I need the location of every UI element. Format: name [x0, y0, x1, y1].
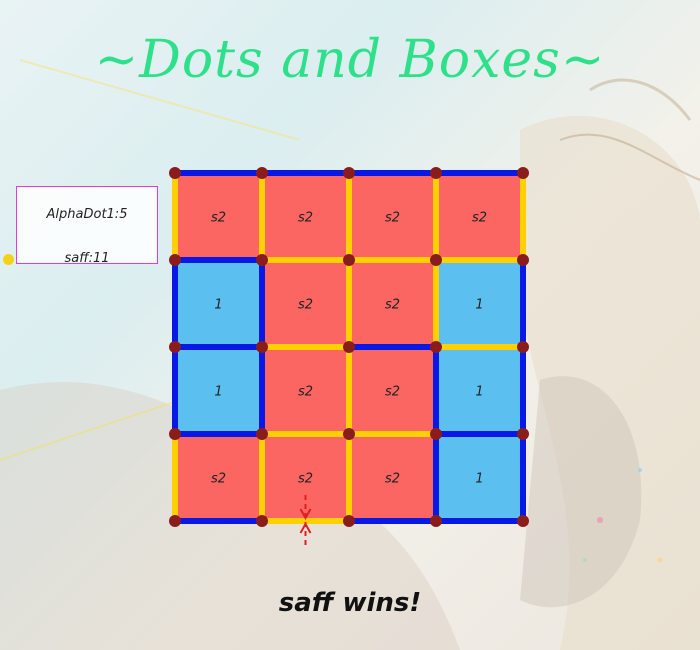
dot [169, 167, 181, 179]
box-owner-label: s2 [298, 472, 313, 487]
dot [256, 341, 268, 353]
current-player-indicator [3, 254, 14, 265]
scoreboard: AlphaDot1:5 saff:11 [16, 186, 158, 266]
box-3-3 [436, 434, 523, 521]
dot [343, 167, 355, 179]
box-owner-label: s2 [298, 211, 313, 226]
dot [430, 341, 442, 353]
box-0-2 [349, 173, 436, 260]
last-move-arrow-up [299, 521, 312, 534]
box-1-2 [349, 260, 436, 347]
box-owner-label: 1 [214, 298, 222, 313]
page-title: ~Dots and Boxes~ [94, 30, 606, 90]
dot [430, 254, 442, 266]
box-owner-label: s2 [472, 211, 487, 226]
box-2-3 [436, 347, 523, 434]
box-1-1 [262, 260, 349, 347]
dot [256, 167, 268, 179]
dot [169, 341, 181, 353]
box-owner-label: s2 [211, 211, 226, 226]
score-player-2: saff:11 [64, 251, 110, 266]
dot [343, 428, 355, 440]
dot [256, 515, 268, 527]
box-owner-label: s2 [385, 472, 400, 487]
dot [517, 515, 529, 527]
box-3-2 [349, 434, 436, 521]
box-0-3 [436, 173, 523, 260]
dot [517, 167, 529, 179]
box-0-0 [175, 173, 262, 260]
dot [343, 515, 355, 527]
box-1-0 [175, 260, 262, 347]
box-owner-label: 1 [475, 385, 483, 400]
last-move-arrow-down [299, 508, 312, 521]
box-1-3 [436, 260, 523, 347]
dot [517, 428, 529, 440]
dot [343, 341, 355, 353]
dot [430, 515, 442, 527]
dot [430, 167, 442, 179]
dot [430, 428, 442, 440]
dot [169, 428, 181, 440]
dot [517, 341, 529, 353]
box-2-0 [175, 347, 262, 434]
box-2-1 [262, 347, 349, 434]
box-owner-label: s2 [211, 472, 226, 487]
box-owner-label: s2 [385, 211, 400, 226]
box-3-0 [175, 434, 262, 521]
dot [256, 254, 268, 266]
box-owner-label: s2 [385, 298, 400, 313]
result-message: saff wins! [278, 588, 422, 618]
box-owner-label: 1 [475, 298, 483, 313]
dot [343, 254, 355, 266]
box-owner-label: s2 [385, 385, 400, 400]
box-owner-label: s2 [298, 385, 313, 400]
dot [169, 254, 181, 266]
box-owner-label: 1 [475, 472, 483, 487]
score-player-1: AlphaDot1:5 [46, 207, 128, 222]
box-0-1 [262, 173, 349, 260]
box-owner-label: s2 [298, 298, 313, 313]
dot [256, 428, 268, 440]
dot [517, 254, 529, 266]
dot [169, 515, 181, 527]
box-owner-label: 1 [214, 385, 222, 400]
box-2-2 [349, 347, 436, 434]
